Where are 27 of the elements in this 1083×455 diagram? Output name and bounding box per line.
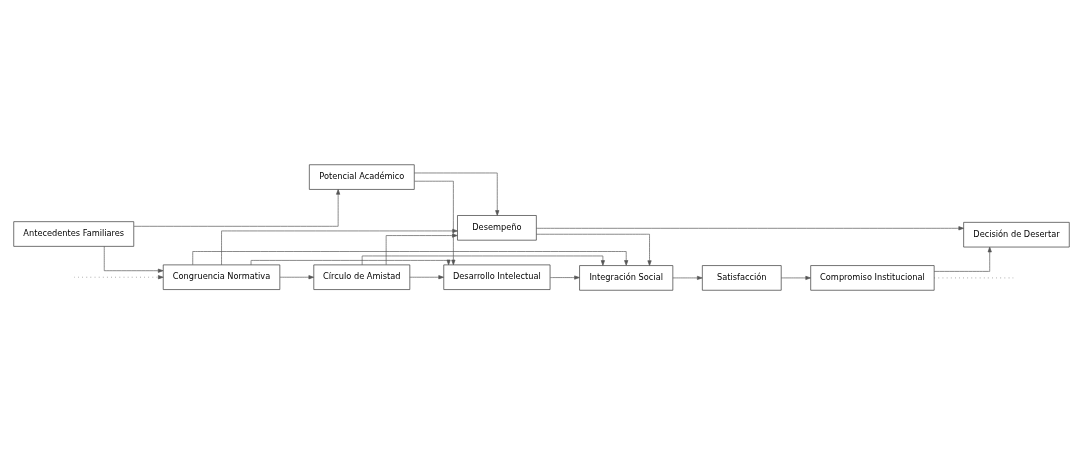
- arrow: [414, 180, 456, 266]
- node-box: Potencial Académico: [309, 164, 415, 190]
- arrow: [933, 246, 992, 272]
- node-box: Satisfacción: [702, 265, 782, 291]
- node-box: Decisión de Desertar: [963, 222, 1070, 248]
- node-box: Integración Social: [579, 265, 674, 291]
- arrow: [549, 275, 580, 280]
- node-box: Círculo de Amistad: [313, 264, 411, 290]
- node-box: Congruencia Normativa: [162, 264, 281, 290]
- node-box: Desarrollo Intelectual: [443, 264, 551, 290]
- arrow: [781, 275, 811, 280]
- arrow: [361, 255, 605, 266]
- node-box: Compromiso Institucional: [810, 265, 935, 291]
- arrow: [279, 275, 314, 280]
- arrow: [250, 259, 451, 266]
- arrow: [672, 275, 703, 280]
- arrow: [536, 233, 652, 266]
- arrow: [536, 226, 964, 231]
- arrow: [103, 246, 164, 273]
- arrow: [73, 275, 164, 280]
- arrow: [221, 228, 458, 266]
- arrow: [385, 233, 458, 266]
- arrow: [414, 172, 500, 216]
- node-box: Desempeño: [457, 215, 537, 241]
- arrow: [133, 189, 341, 227]
- arrow: [409, 275, 444, 280]
- node-box: Antecedentes Familiares: [13, 221, 135, 247]
